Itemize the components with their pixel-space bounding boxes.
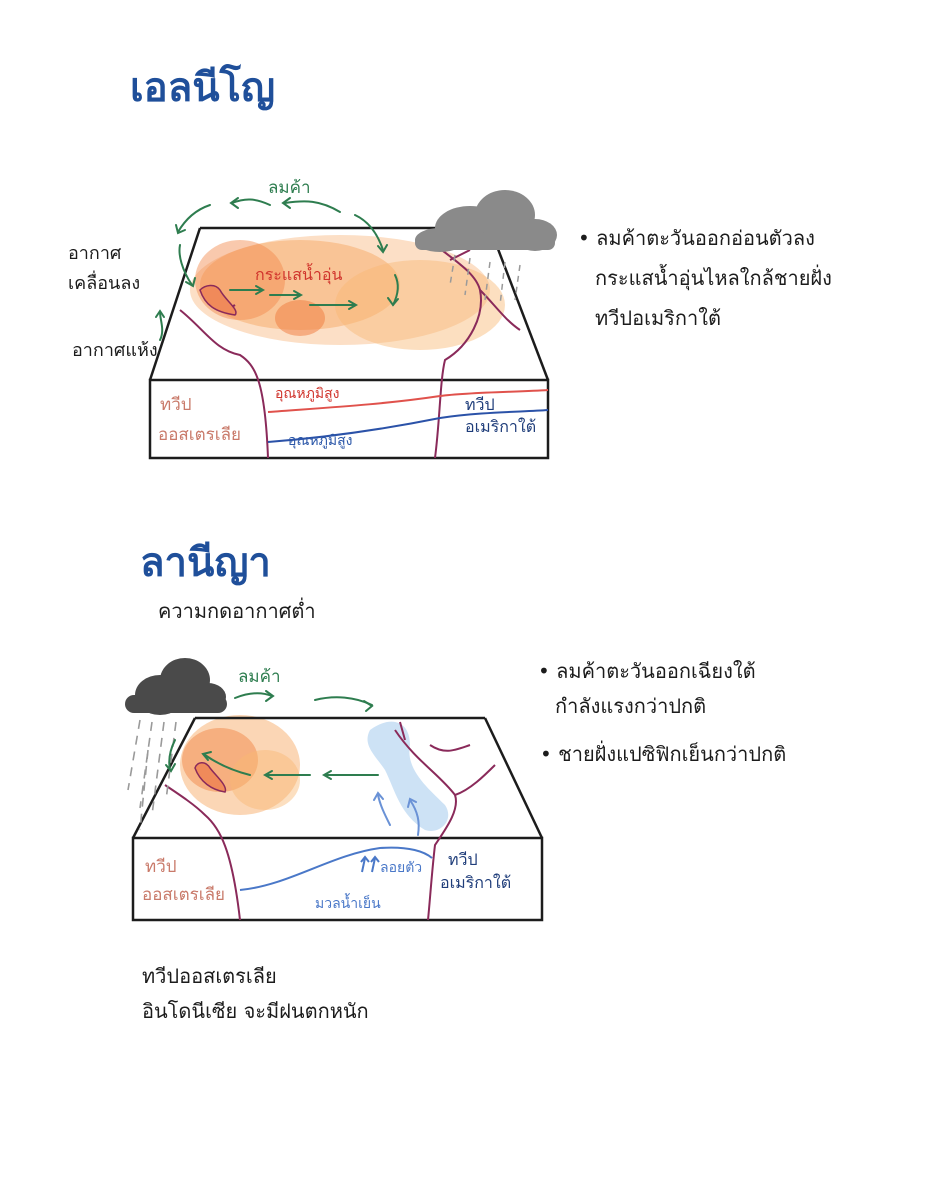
la-nina-south-america-label-2: อเมริกาใต้: [440, 873, 511, 892]
la-nina-rain: [127, 719, 177, 831]
el-nino-title: เอลนีโญ: [130, 65, 276, 111]
australia-shape: [199, 284, 237, 316]
la-nina-trade-wind-label: ลมค้า: [238, 667, 281, 687]
la-nina-australia-label-1: ทวีป: [145, 857, 177, 877]
upwelling-label: ลอยตัว: [380, 860, 422, 876]
la-nina-note-3: • ชายฝั่งแปซิฟิกเย็นกว่าปกติ: [540, 742, 787, 766]
la-nina-title: ลานีญา: [140, 540, 271, 586]
la-nina-cold-water: [367, 721, 449, 831]
la-nina-coastlines: [164, 721, 496, 921]
la-nina-australia-shape: [194, 762, 227, 793]
sinking-air-label-2: เคลื่อนลง: [68, 273, 141, 294]
la-nina-conclusion-2: อินโดนีเซีย จะมีฝนตกหนัก: [142, 999, 369, 1023]
el-nino-warm-pool: [190, 235, 505, 350]
el-nino-trade-wind-label: ลมค้า: [268, 178, 311, 198]
el-nino-cloud-icon: [415, 190, 557, 252]
el-nino-temp-label-red: อุณหภูมิสูง: [275, 386, 339, 402]
el-nino-australia-label-2: ออสเตรเลีย: [158, 425, 241, 445]
la-nina-subtitle: ความกดอากาศต่ำ: [158, 599, 316, 623]
el-nino-south-america-label-2: อเมริกาใต้: [465, 417, 536, 436]
cold-water-mass-label: มวลน้ำเย็น: [315, 893, 381, 912]
el-nino-trade-wind-arrows: [155, 197, 399, 341]
la-nina-trade-wind-arrows: [165, 690, 379, 780]
la-nina-conclusion-1: ทวีปออสเตรเลีย: [142, 964, 277, 988]
el-nino-australia-label-1: ทวีป: [160, 395, 192, 415]
la-nina-cold-mass-line: [239, 846, 433, 891]
warm-current-label: กระแสน้ำอุ่น: [255, 263, 342, 285]
la-nina-upwelling-arrows: [373, 791, 420, 836]
sinking-air-label-1: อากาศ: [68, 243, 122, 264]
la-nina-south-america-label-1: ทวีป: [448, 850, 478, 869]
la-nina-ocean-box: [131, 716, 544, 922]
el-nino-temp-label-blue: อุณหภูมิสูง: [288, 433, 352, 449]
la-nina-cloud-icon: [125, 658, 227, 715]
la-nina-note-2: กำลังแรงกว่าปกติ: [555, 694, 707, 718]
dry-air-label: อากาศแห้ง: [72, 340, 158, 361]
la-nina-australia-label-2: ออสเตรเลีย: [142, 885, 225, 905]
el-nino-south-america-label-1: ทวีป: [465, 395, 495, 414]
el-nino-note-2: กระแสน้ำอุ่นไหลใกล้ชายฝั่ง: [595, 266, 832, 290]
el-nino-temp-lines: [267, 389, 549, 443]
el-nino-note-3: ทวีปอเมริกาใต้: [595, 306, 721, 330]
el-nino-note-1: • ลมค้าตะวันออกอ่อนตัวลง: [578, 226, 815, 250]
la-nina-note-1: • ลมค้าตะวันออกเฉียงใต้: [538, 659, 756, 683]
el-nino-rain: [449, 254, 521, 306]
